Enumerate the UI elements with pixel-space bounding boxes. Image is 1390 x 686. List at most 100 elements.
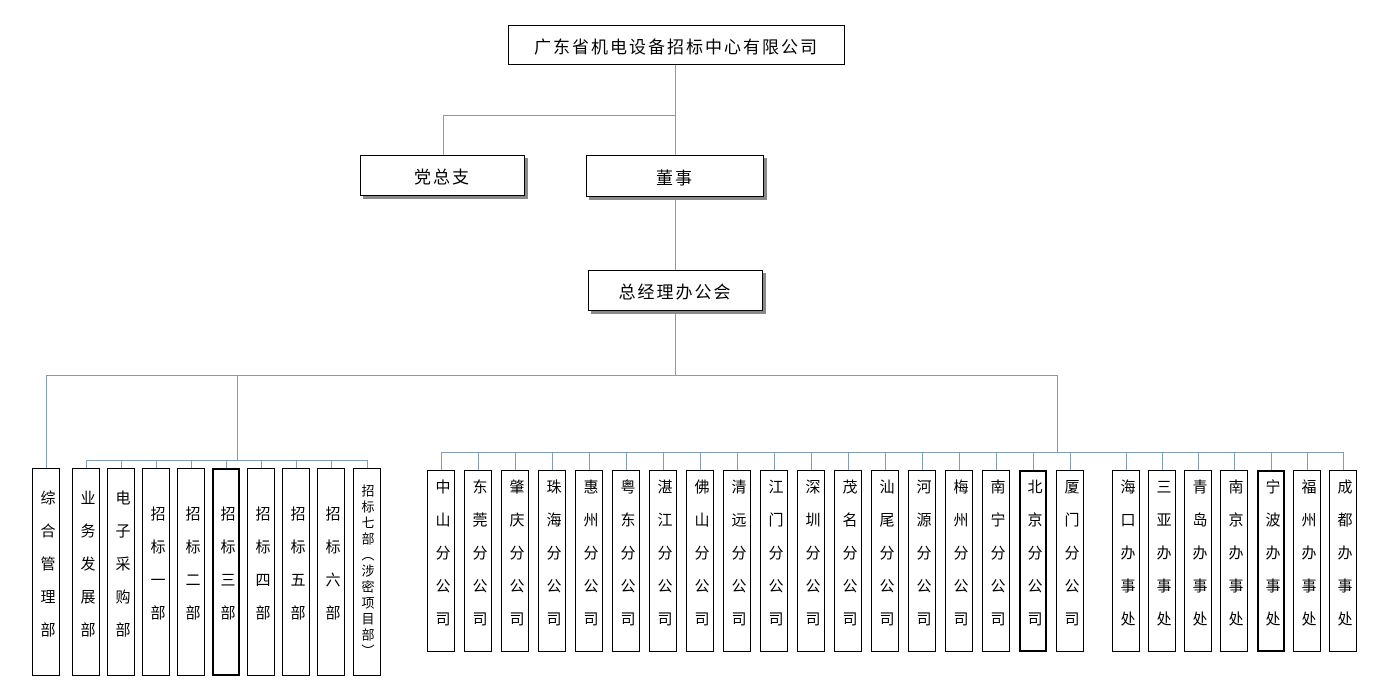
- org-node-office: 三亚办事处: [1148, 470, 1176, 652]
- org-node-office: 南京办事处: [1220, 470, 1248, 652]
- org-node-department: 招标二部: [177, 468, 205, 676]
- org-node-branch-company: 茂名分公司: [834, 470, 862, 652]
- node-label: 成都办事处: [1335, 478, 1352, 644]
- node-label: 梅州分公司: [951, 478, 968, 644]
- org-node-department: 业务发展部: [72, 468, 100, 676]
- node-label: 广东省机电设备招标中心有限公司: [534, 37, 819, 57]
- org-node-department: 电子采购部: [107, 468, 135, 676]
- org-node-branch-company: 清远分公司: [723, 470, 751, 652]
- node-label: 业务发展部: [78, 489, 95, 655]
- connector-line: [774, 452, 775, 470]
- org-node-branch-company: 北京分公司: [1019, 470, 1047, 652]
- connector-line: [86, 460, 87, 468]
- org-node-branch-company: 佛山分公司: [686, 470, 714, 652]
- node-label: 河源分公司: [914, 478, 931, 644]
- connector-line: [1343, 452, 1344, 470]
- connector-line: [1070, 452, 1071, 470]
- node-label: 招标二部: [183, 506, 200, 638]
- connector-line: [552, 452, 553, 470]
- org-node-board: 董事: [586, 155, 764, 197]
- connector-line: [737, 452, 738, 470]
- org-node-branch-company: 东莞分公司: [464, 470, 492, 652]
- org-node-party-branch: 党总支: [360, 155, 525, 196]
- connector-line: [959, 452, 960, 470]
- node-label: 电子采购部: [113, 489, 130, 655]
- node-label: 三亚办事处: [1154, 478, 1171, 644]
- org-node-branch-company: 肇庆分公司: [501, 470, 529, 652]
- connector-line: [443, 115, 444, 155]
- node-label: 总经理办公会: [618, 283, 733, 302]
- node-label: 肇庆分公司: [507, 478, 524, 644]
- node-label: 清远分公司: [729, 478, 746, 644]
- node-label: 青岛办事处: [1190, 478, 1207, 644]
- connector-line: [1033, 452, 1034, 470]
- node-label: 湛江分公司: [655, 478, 672, 644]
- node-label: 招标五部: [288, 506, 305, 638]
- org-node-department: 招标四部: [247, 468, 275, 676]
- connector-line: [226, 460, 227, 468]
- node-label: 综合管理部: [38, 489, 55, 655]
- node-label: 厦门分公司: [1062, 478, 1079, 644]
- node-label: 东莞分公司: [470, 478, 487, 644]
- org-node-branch-company: 惠州分公司: [575, 470, 603, 652]
- org-node-branch-company: 南宁分公司: [982, 470, 1010, 652]
- org-node-branch-company: 中山分公司: [427, 470, 455, 652]
- org-node-branch-company: 汕尾分公司: [871, 470, 899, 652]
- connector-line: [996, 452, 997, 470]
- org-node-branch-company: 河源分公司: [908, 470, 936, 652]
- node-label: 中山分公司: [433, 478, 450, 644]
- connector-line: [441, 452, 442, 470]
- node-label: 招标六部: [323, 506, 340, 638]
- connector-line: [885, 452, 886, 470]
- org-node-department: 招标六部: [317, 468, 345, 676]
- connector-line: [121, 460, 122, 468]
- org-node-office: 福州办事处: [1293, 470, 1321, 652]
- node-label: 招标七部（涉密项目部）: [359, 484, 375, 660]
- org-node-branch-company: 厦门分公司: [1056, 470, 1084, 652]
- connector-line: [156, 460, 157, 468]
- connector-line: [1162, 452, 1163, 470]
- node-label: 南京办事处: [1226, 478, 1243, 644]
- node-label: 福州办事处: [1299, 478, 1316, 644]
- org-node-branch-company: 粤东分公司: [612, 470, 640, 652]
- connector-line: [441, 452, 1343, 453]
- node-label: 江门分公司: [766, 478, 783, 644]
- org-node-branch-company: 江门分公司: [760, 470, 788, 652]
- org-node-department: 招标七部（涉密项目部）: [353, 468, 381, 676]
- org-node-office: 青岛办事处: [1184, 470, 1212, 652]
- org-node-branch-company: 深圳分公司: [797, 470, 825, 652]
- node-label: 茂名分公司: [840, 478, 857, 644]
- node-label: 汕尾分公司: [877, 478, 894, 644]
- node-label: 招标四部: [253, 506, 270, 638]
- connector-line: [675, 197, 676, 270]
- connector-line: [1234, 452, 1235, 470]
- node-label: 南宁分公司: [988, 478, 1005, 644]
- node-label: 珠海分公司: [544, 478, 561, 644]
- connector-line: [331, 460, 332, 468]
- connector-line: [367, 460, 368, 468]
- node-label: 北京分公司: [1025, 478, 1042, 644]
- connector-line: [922, 452, 923, 470]
- org-node-department: 招标三部: [212, 468, 240, 676]
- org-node-department: 招标五部: [282, 468, 310, 676]
- connector-line: [1057, 375, 1058, 452]
- node-label: 招标一部: [148, 506, 165, 638]
- connector-line: [261, 460, 262, 468]
- org-node-office: 宁波办事处: [1257, 470, 1285, 652]
- connector-line: [443, 115, 675, 116]
- node-label: 董事: [656, 168, 694, 188]
- connector-line: [1271, 452, 1272, 470]
- org-node-branch-company: 珠海分公司: [538, 470, 566, 652]
- org-node-department: 招标一部: [142, 468, 170, 676]
- node-label: 惠州分公司: [581, 478, 598, 644]
- connector-line: [848, 452, 849, 470]
- connector-line: [191, 460, 192, 468]
- connector-line: [811, 452, 812, 470]
- connector-line: [663, 452, 664, 470]
- connector-line: [478, 452, 479, 470]
- node-label: 佛山分公司: [692, 478, 709, 644]
- connector-line: [46, 375, 1057, 376]
- connector-line: [675, 311, 676, 375]
- connector-line: [1126, 452, 1127, 470]
